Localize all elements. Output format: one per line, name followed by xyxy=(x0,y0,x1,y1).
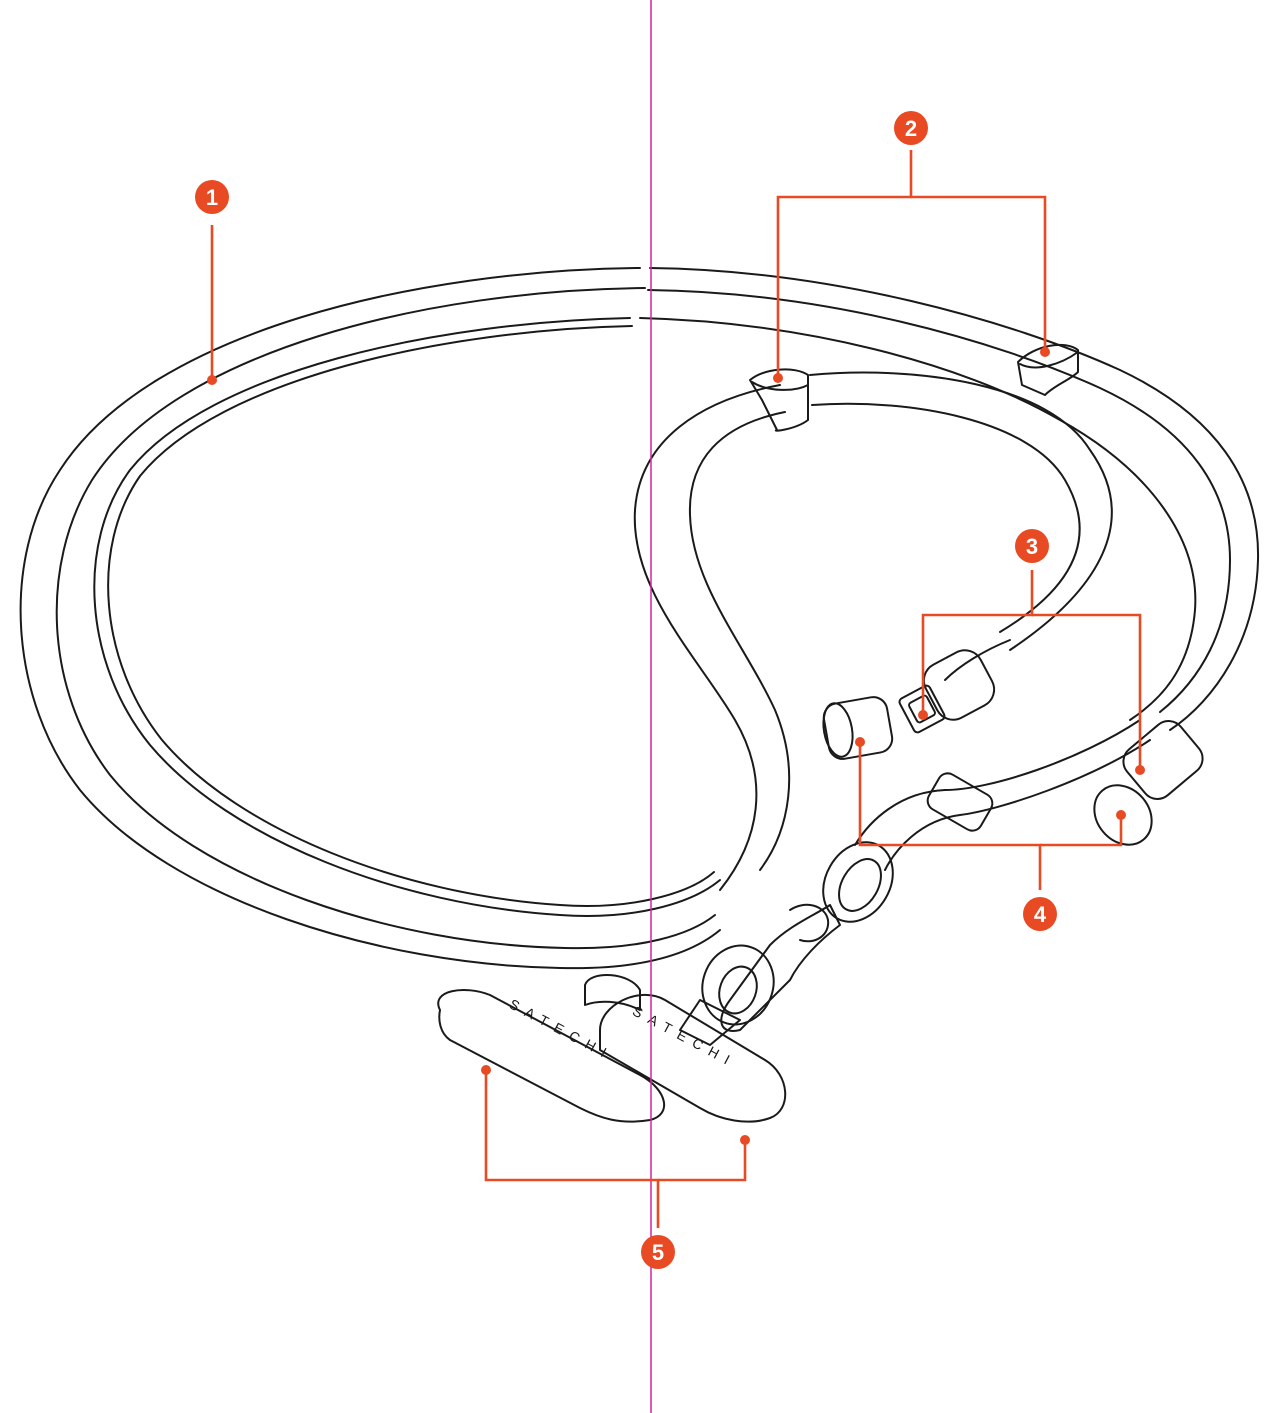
callout-number-1: 1 xyxy=(206,185,218,210)
leader-3b xyxy=(1032,613,1142,770)
leader-3 xyxy=(921,570,1034,715)
leader-dot-1 xyxy=(207,375,217,385)
leader-dot-5a xyxy=(481,1065,491,1075)
slider-ring-right xyxy=(1017,343,1079,396)
connector-cap-left xyxy=(822,696,894,760)
callout-badge-5: 5 xyxy=(641,1235,675,1269)
slider-ring-left xyxy=(749,368,809,432)
callout-number-2: 2 xyxy=(905,116,917,141)
leader-5 xyxy=(484,1070,660,1228)
callout-badge-2: 2 xyxy=(894,111,928,145)
callout-number-3: 3 xyxy=(1026,534,1038,559)
leader-4 xyxy=(858,742,1042,890)
leader-dot-3a xyxy=(918,710,928,720)
leader-2 xyxy=(776,150,913,378)
s-curve-cord xyxy=(633,371,1113,891)
patch-tag-front: SATECHI xyxy=(437,989,666,1123)
cord-end-right xyxy=(1093,720,1204,846)
outer-cord-loop xyxy=(19,267,1260,970)
leader-lines xyxy=(207,150,1145,1228)
callout-badge-4: 4 xyxy=(1023,897,1057,931)
callout-number-5: 5 xyxy=(652,1240,664,1265)
inner-cord-loop xyxy=(93,317,1197,917)
leader-5b xyxy=(658,1140,747,1182)
lower-cord-with-clasp xyxy=(679,719,1151,1046)
usb-c-connector xyxy=(898,639,1011,734)
callout-number-4: 4 xyxy=(1034,902,1047,927)
leader-dot-2a xyxy=(773,373,783,383)
callout-badge-3: 3 xyxy=(1015,529,1049,563)
leader-2b xyxy=(911,195,1047,352)
leader-dot-2b xyxy=(1040,347,1050,357)
callout-badge-1: 1 xyxy=(195,180,229,214)
leader-4b xyxy=(1040,815,1123,847)
leader-dot-4b xyxy=(1116,810,1126,820)
leader-dot-4a xyxy=(855,737,865,747)
leader-dot-5b xyxy=(740,1135,750,1145)
leader-dot-3b xyxy=(1135,765,1145,775)
